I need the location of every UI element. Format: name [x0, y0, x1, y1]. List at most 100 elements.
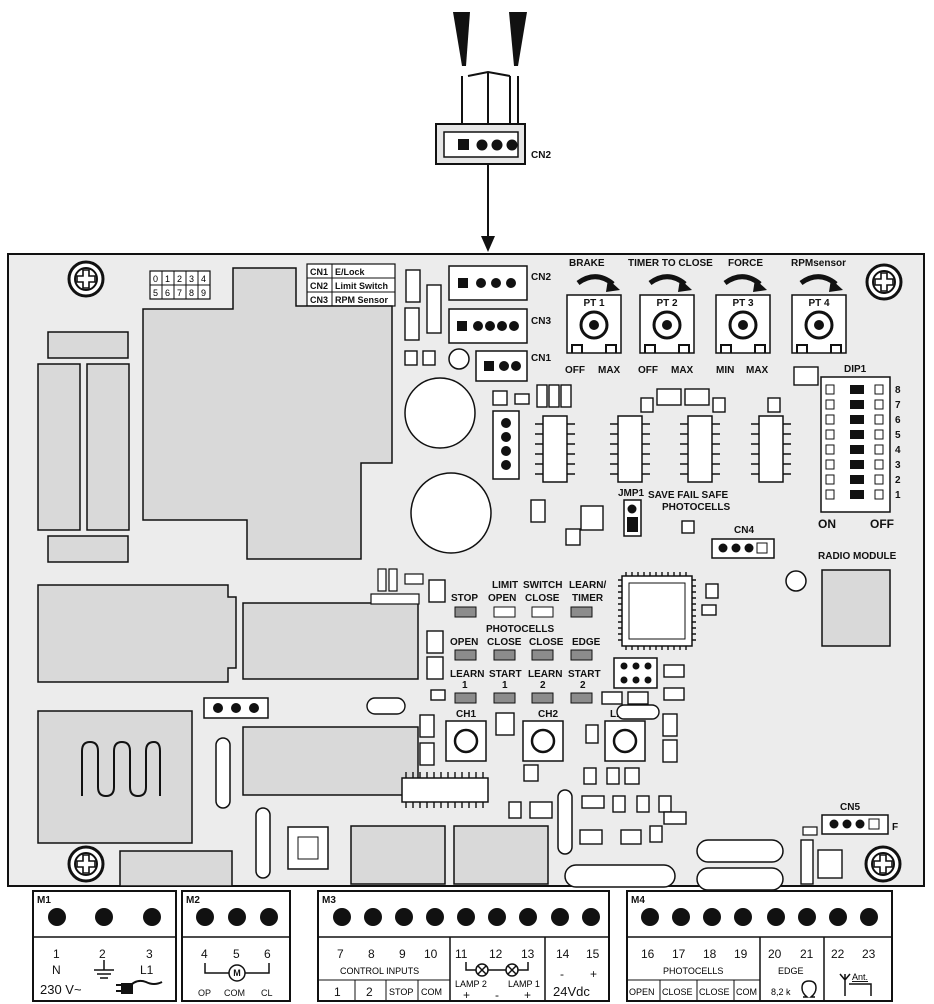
- svg-text:PT 3: PT 3: [732, 298, 754, 309]
- dip-slider[interactable]: [850, 415, 864, 424]
- terminal-screw-icon[interactable]: [641, 908, 659, 926]
- svg-text:22: 22: [831, 947, 845, 961]
- dip-rows: [825, 384, 884, 500]
- terminal-screw-icon[interactable]: [260, 908, 278, 926]
- svg-text:M2: M2: [186, 895, 200, 906]
- ohm-icon: [801, 980, 817, 998]
- terminal-screw-icon[interactable]: [703, 908, 721, 926]
- screw-icon: [67, 260, 105, 298]
- svg-text:2: 2: [580, 680, 586, 691]
- svg-text:5: 5: [233, 947, 240, 961]
- svg-text:COM: COM: [421, 987, 442, 997]
- svg-text:13: 13: [521, 947, 535, 961]
- ch2-button[interactable]: CH2: [522, 709, 564, 762]
- dip-slider[interactable]: [850, 385, 864, 394]
- terminal-screw-icon[interactable]: [767, 908, 785, 926]
- terminal-screw-icon[interactable]: [395, 908, 413, 926]
- pot-pt3[interactable]: FORCE PT 3 MIN MAX: [715, 258, 771, 376]
- svg-text:1: 1: [334, 985, 341, 999]
- svg-text:SWITCH: SWITCH: [523, 580, 562, 591]
- led-indicators: STOP LIMIT OPEN SWITCH CLOSE LEARN/ TIME…: [370, 568, 606, 704]
- terminal-screw-icon[interactable]: [829, 908, 847, 926]
- terminal-screw-icon[interactable]: [333, 908, 351, 926]
- ch1-button[interactable]: CH1: [445, 709, 487, 762]
- dip-lever[interactable]: [825, 459, 835, 470]
- dip-lever[interactable]: [825, 414, 835, 425]
- terminal-screw-icon[interactable]: [551, 908, 569, 926]
- svg-text:PHOTOCELLS: PHOTOCELLS: [486, 624, 554, 635]
- led-open: [454, 649, 477, 661]
- pot-pt2[interactable]: TIMER TO CLOSE PT 2 OFF MAX: [628, 258, 713, 376]
- svg-text:SAVE FAIL SAFE: SAVE FAIL SAFE: [648, 490, 729, 501]
- terminal-block-m3[interactable]: M3 7 8 9 10 CONTROL INPUTS 1 2 STOP COM …: [317, 890, 610, 1002]
- terminal-screw-icon[interactable]: [860, 908, 878, 926]
- terminal-screw-icon[interactable]: [426, 908, 444, 926]
- dip-lever[interactable]: [825, 489, 835, 500]
- svg-text:17: 17: [672, 947, 686, 961]
- terminal-screw-icon[interactable]: [488, 908, 506, 926]
- terminal-screw-icon[interactable]: [582, 908, 600, 926]
- terminal-block-m1[interactable]: M1 1 2 3 N L1 230 V~: [32, 890, 177, 1002]
- ground-icon: [94, 960, 114, 979]
- dip-lever[interactable]: [825, 444, 835, 455]
- dip-slider[interactable]: [850, 400, 864, 409]
- svg-text:CN1: CN1: [531, 353, 551, 364]
- microcontroller: [618, 572, 696, 650]
- svg-text:CLOSE: CLOSE: [662, 987, 693, 997]
- svg-text:8: 8: [368, 947, 375, 961]
- svg-text:4: 4: [201, 274, 206, 284]
- svg-text:M: M: [233, 968, 241, 978]
- svg-text:TIMER TO CLOSE: TIMER TO CLOSE: [628, 258, 713, 269]
- svg-text:EDGE: EDGE: [572, 637, 601, 648]
- svg-text:EDGE: EDGE: [778, 966, 804, 976]
- dip-slider[interactable]: [850, 460, 864, 469]
- dip-lever[interactable]: [825, 474, 835, 485]
- svg-text:RPM Sensor: RPM Sensor: [335, 295, 389, 305]
- plug-icon: [116, 979, 163, 994]
- dip-slider[interactable]: [850, 490, 864, 499]
- led-learn-timer: [570, 606, 593, 618]
- svg-text:PT 2: PT 2: [656, 298, 678, 309]
- svg-text:6: 6: [165, 288, 170, 298]
- svg-text:4: 4: [201, 947, 208, 961]
- jumper-jmp1[interactable]: JMP1 SAVE FAIL SAFE PHOTOCELLS: [618, 488, 730, 537]
- pot-pt4[interactable]: RPMsensor PT 4: [791, 258, 847, 354]
- terminal-block-m4[interactable]: M4 16 17 18 19 PHOTOCELLS OPEN CLOSE CLO…: [626, 890, 893, 1002]
- svg-text:START: START: [489, 669, 522, 680]
- svg-text:+: +: [463, 988, 470, 1002]
- svg-text:OFF: OFF: [638, 365, 658, 376]
- dip-lever[interactable]: [825, 429, 835, 440]
- svg-text:CN5: CN5: [840, 802, 860, 813]
- terminal-screw-icon[interactable]: [48, 908, 66, 926]
- terminal-screw-icon[interactable]: [798, 908, 816, 926]
- terminal-screw-icon[interactable]: [364, 908, 382, 926]
- terminal-screw-icon[interactable]: [143, 908, 161, 926]
- svg-text:20: 20: [768, 947, 782, 961]
- led-photocells-close: [493, 649, 516, 661]
- dip-switch[interactable]: DIP1 8 7 6 5 4 3 2 1 ON OFF: [818, 364, 901, 531]
- magnet-right: [509, 12, 527, 66]
- dip-slider[interactable]: [850, 475, 864, 484]
- svg-text:F: F: [892, 822, 898, 833]
- terminal-screw-icon[interactable]: [734, 908, 752, 926]
- dip-lever[interactable]: [825, 384, 835, 395]
- pot-pt1[interactable]: BRAKE PT 1 OFF MAX: [565, 258, 622, 376]
- svg-text:2: 2: [177, 274, 182, 284]
- dip-slider[interactable]: [850, 430, 864, 439]
- led-learn-2: [531, 692, 554, 704]
- terminal-screw-icon[interactable]: [95, 908, 113, 926]
- terminal-screw-icon[interactable]: [196, 908, 214, 926]
- terminal-screw-icon[interactable]: [228, 908, 246, 926]
- terminal-screw-icon[interactable]: [672, 908, 690, 926]
- svg-text:OFF: OFF: [870, 517, 894, 531]
- terminal-block-m2[interactable]: M2 4 5 6 M OP COM CL: [181, 890, 291, 1002]
- svg-text:0: 0: [153, 274, 158, 284]
- dip-lever[interactable]: [825, 399, 835, 410]
- terminal-screw-icon[interactable]: [457, 908, 475, 926]
- svg-text:OFF: OFF: [565, 365, 585, 376]
- terminal-screw-icon[interactable]: [519, 908, 537, 926]
- dip-slider[interactable]: [850, 445, 864, 454]
- dip-pad: [874, 399, 884, 410]
- l1-button[interactable]: L1: [604, 709, 646, 762]
- svg-text:16: 16: [641, 947, 655, 961]
